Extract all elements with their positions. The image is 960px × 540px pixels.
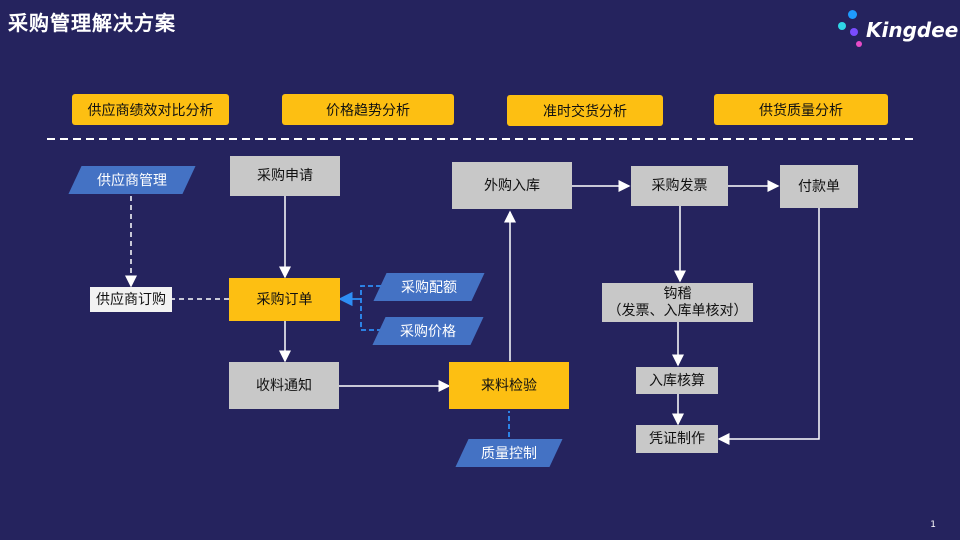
node-supplier-order: 供应商订购 [90, 287, 172, 312]
node-incoming-inspection: 来料检验 [449, 362, 569, 409]
logo-dot-icon [848, 10, 857, 19]
node-inventory-accounting: 入库核算 [636, 367, 718, 394]
node-purchase-quota-label: 采购配额 [401, 280, 457, 296]
logo-dot-icon [850, 28, 858, 36]
node-supplier-management: 供应商管理 [75, 166, 189, 194]
tag-supplier-performance: 供应商绩效对比分析 [72, 94, 229, 125]
node-purchase-price-label: 采购价格 [400, 324, 456, 340]
node-payment-order: 付款单 [780, 165, 858, 208]
arrow-payment-to-voucher [717, 208, 820, 445]
node-hook-check: 钩稽 （发票、入库单核对） [602, 283, 753, 322]
node-hook-check-subtitle: （发票、入库单核对） [607, 302, 748, 319]
node-purchase-request: 采购申请 [230, 156, 340, 196]
tag-on-time-delivery: 准时交货分析 [507, 95, 663, 126]
logo-dot-icon [856, 41, 862, 47]
node-hook-check-title: 钩稽 [663, 285, 692, 302]
node-supplier-management-label: 供应商管理 [97, 173, 167, 189]
node-purchase-order: 采购订单 [229, 278, 340, 321]
node-quality-control: 质量控制 [462, 439, 556, 467]
tag-price-trend: 价格趋势分析 [282, 94, 454, 125]
node-receipt-notice: 收料通知 [229, 362, 339, 409]
node-external-receipt: 外购入库 [452, 162, 572, 209]
page-number: 1 [930, 520, 936, 530]
logo-text: Kingdee [866, 18, 959, 42]
kingdee-logo: Kingdee [836, 8, 959, 48]
tag-supply-quality: 供货质量分析 [714, 94, 888, 125]
node-purchase-price: 采购价格 [379, 317, 477, 345]
link-quota-price-bracket [360, 285, 397, 331]
node-purchase-quota: 采购配额 [380, 273, 478, 301]
node-quality-control-label: 质量控制 [481, 446, 537, 462]
logo-dot-icon [838, 22, 846, 30]
node-purchase-invoice: 采购发票 [631, 166, 728, 206]
page-title: 采购管理解决方案 [8, 11, 176, 35]
node-voucher: 凭证制作 [636, 425, 718, 453]
